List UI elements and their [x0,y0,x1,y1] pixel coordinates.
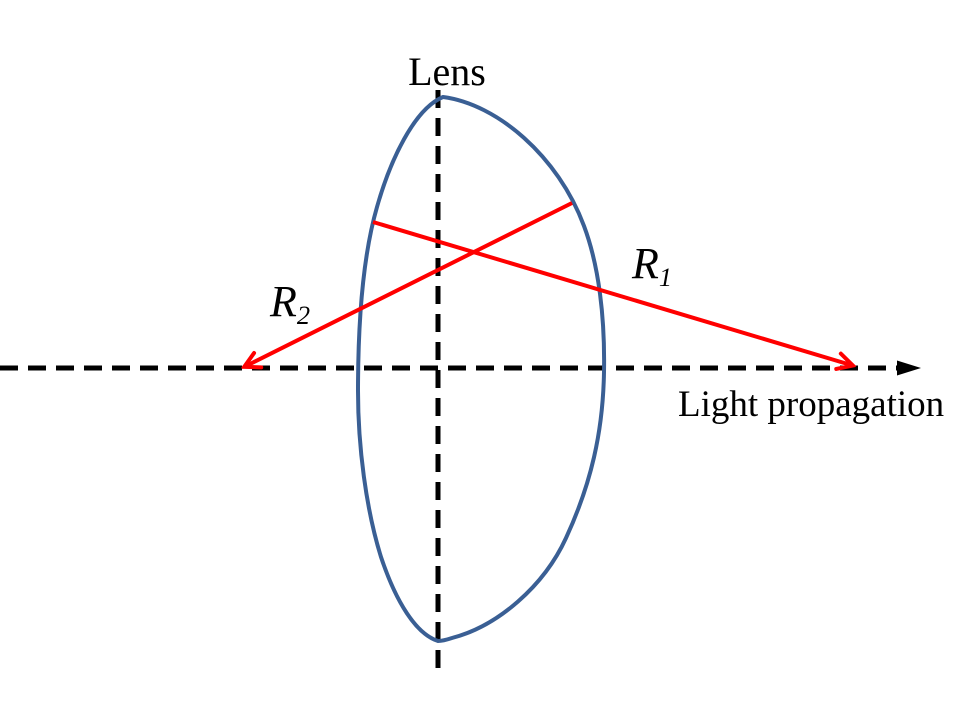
r2-label: R2 [270,277,311,330]
lens-outline [355,94,607,644]
optical-axis-arrowhead-icon [897,360,921,376]
lens-title-label: Lens [408,49,486,94]
r1-label-subscript: 1 [658,261,673,292]
r1-radius-ray [372,220,851,365]
r2-label-base: R [270,277,297,326]
r1-label-base: R [632,239,659,288]
light-propagation-label: Light propagation [678,384,945,425]
r2-label-subscript: 2 [296,299,311,330]
r1-label: R1 [632,239,673,292]
r2-radius-ray [246,201,573,366]
